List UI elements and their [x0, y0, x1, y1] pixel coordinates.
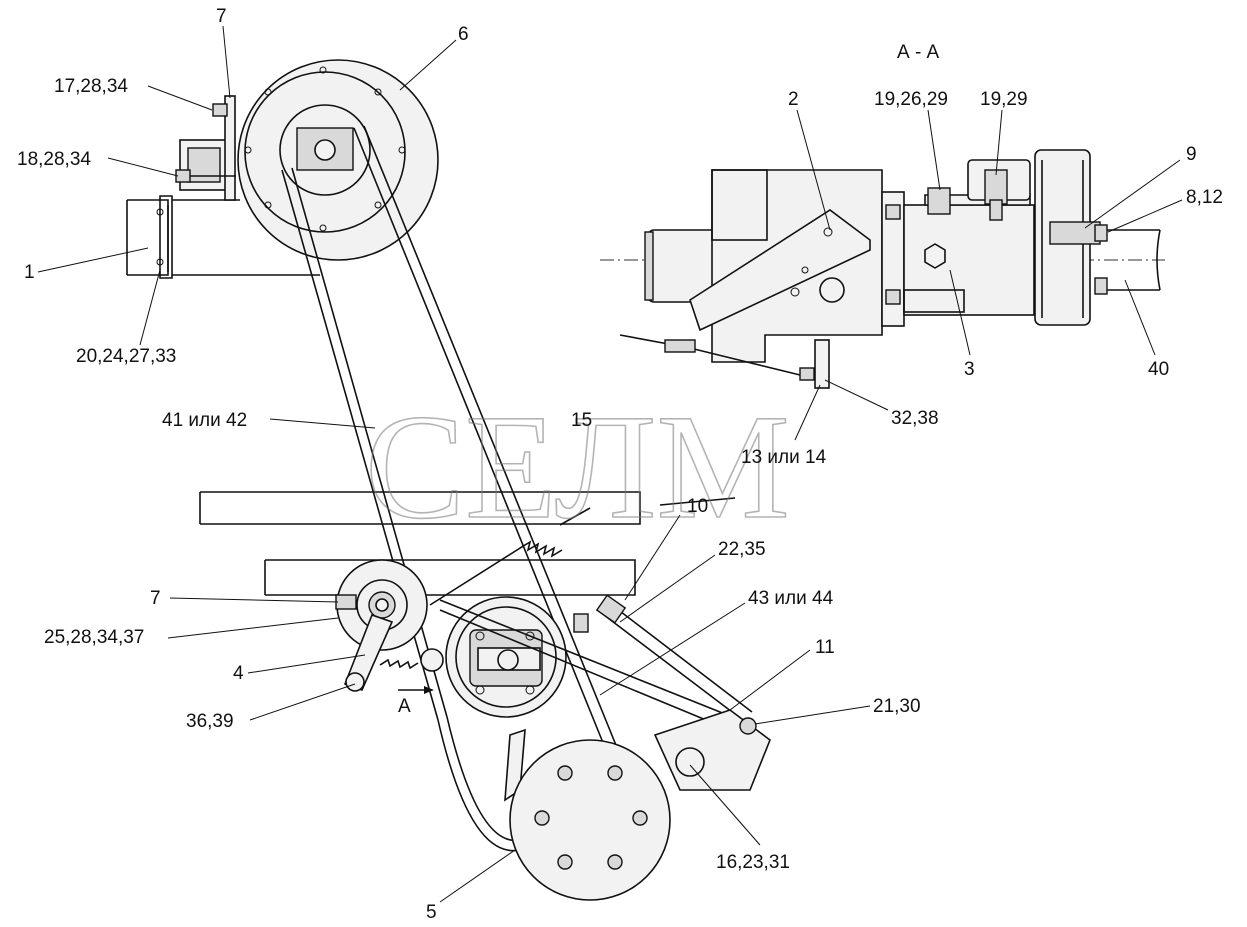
callout-20-24-27-33: 20,24,27,33 — [76, 346, 176, 367]
frame-beam — [126, 195, 320, 279]
callout-18-28-34: 18,28,34 — [17, 149, 91, 170]
callout-32-38: 32,38 — [891, 408, 939, 429]
section-view-aa — [600, 149, 1165, 389]
callout-19-29: 19,29 — [980, 89, 1028, 110]
callout-43-44: 43 или 44 — [748, 588, 834, 609]
callout-22-35: 22,35 — [718, 539, 766, 560]
callout-3: 3 — [964, 359, 975, 380]
callout-9: 9 — [1186, 144, 1197, 165]
view-arrow-a — [398, 686, 434, 694]
tensioner-assembly — [335, 559, 444, 692]
tension-rod — [439, 594, 753, 733]
callout-7-mid: 7 — [150, 588, 161, 609]
section-title: А - А — [897, 42, 940, 63]
upper-pulley — [237, 59, 439, 261]
lower-pulley — [509, 739, 671, 901]
callout-1: 1 — [24, 262, 35, 283]
callout-19-26-29: 19,26,29 — [874, 89, 948, 110]
callout-40: 40 — [1148, 359, 1169, 380]
callout-5: 5 — [426, 902, 437, 923]
cross-beams — [199, 491, 736, 596]
callout-8-12: 8,12 — [1186, 187, 1223, 208]
callout-36-39: 36,39 — [186, 711, 234, 732]
callout-2: 2 — [788, 89, 799, 110]
callout-13-14: 13 или 14 — [741, 447, 827, 468]
callout-6: 6 — [458, 24, 469, 45]
callout-16-23-31: 16,23,31 — [716, 852, 790, 873]
leader-lines — [37, 25, 1183, 903]
callout-11: 11 — [815, 637, 835, 658]
callout-10: 10 — [687, 496, 708, 517]
watermark: СЕЛМ — [365, 384, 790, 550]
callout-21-30: 21,30 — [873, 696, 921, 717]
callout-25-28-34-37: 25,28,34,37 — [44, 627, 144, 648]
callout-41-42: 41 или 42 — [162, 410, 247, 431]
callout-17-28-34: 17,28,34 — [54, 76, 128, 97]
callout-7-top: 7 — [216, 6, 227, 27]
callout-15: 15 — [571, 410, 592, 431]
view-arrow-label: А — [398, 696, 411, 717]
tension-spring — [429, 507, 591, 606]
callout-4: 4 — [233, 663, 244, 684]
pulley-bracket — [175, 95, 236, 201]
idler-pulley — [445, 596, 567, 718]
